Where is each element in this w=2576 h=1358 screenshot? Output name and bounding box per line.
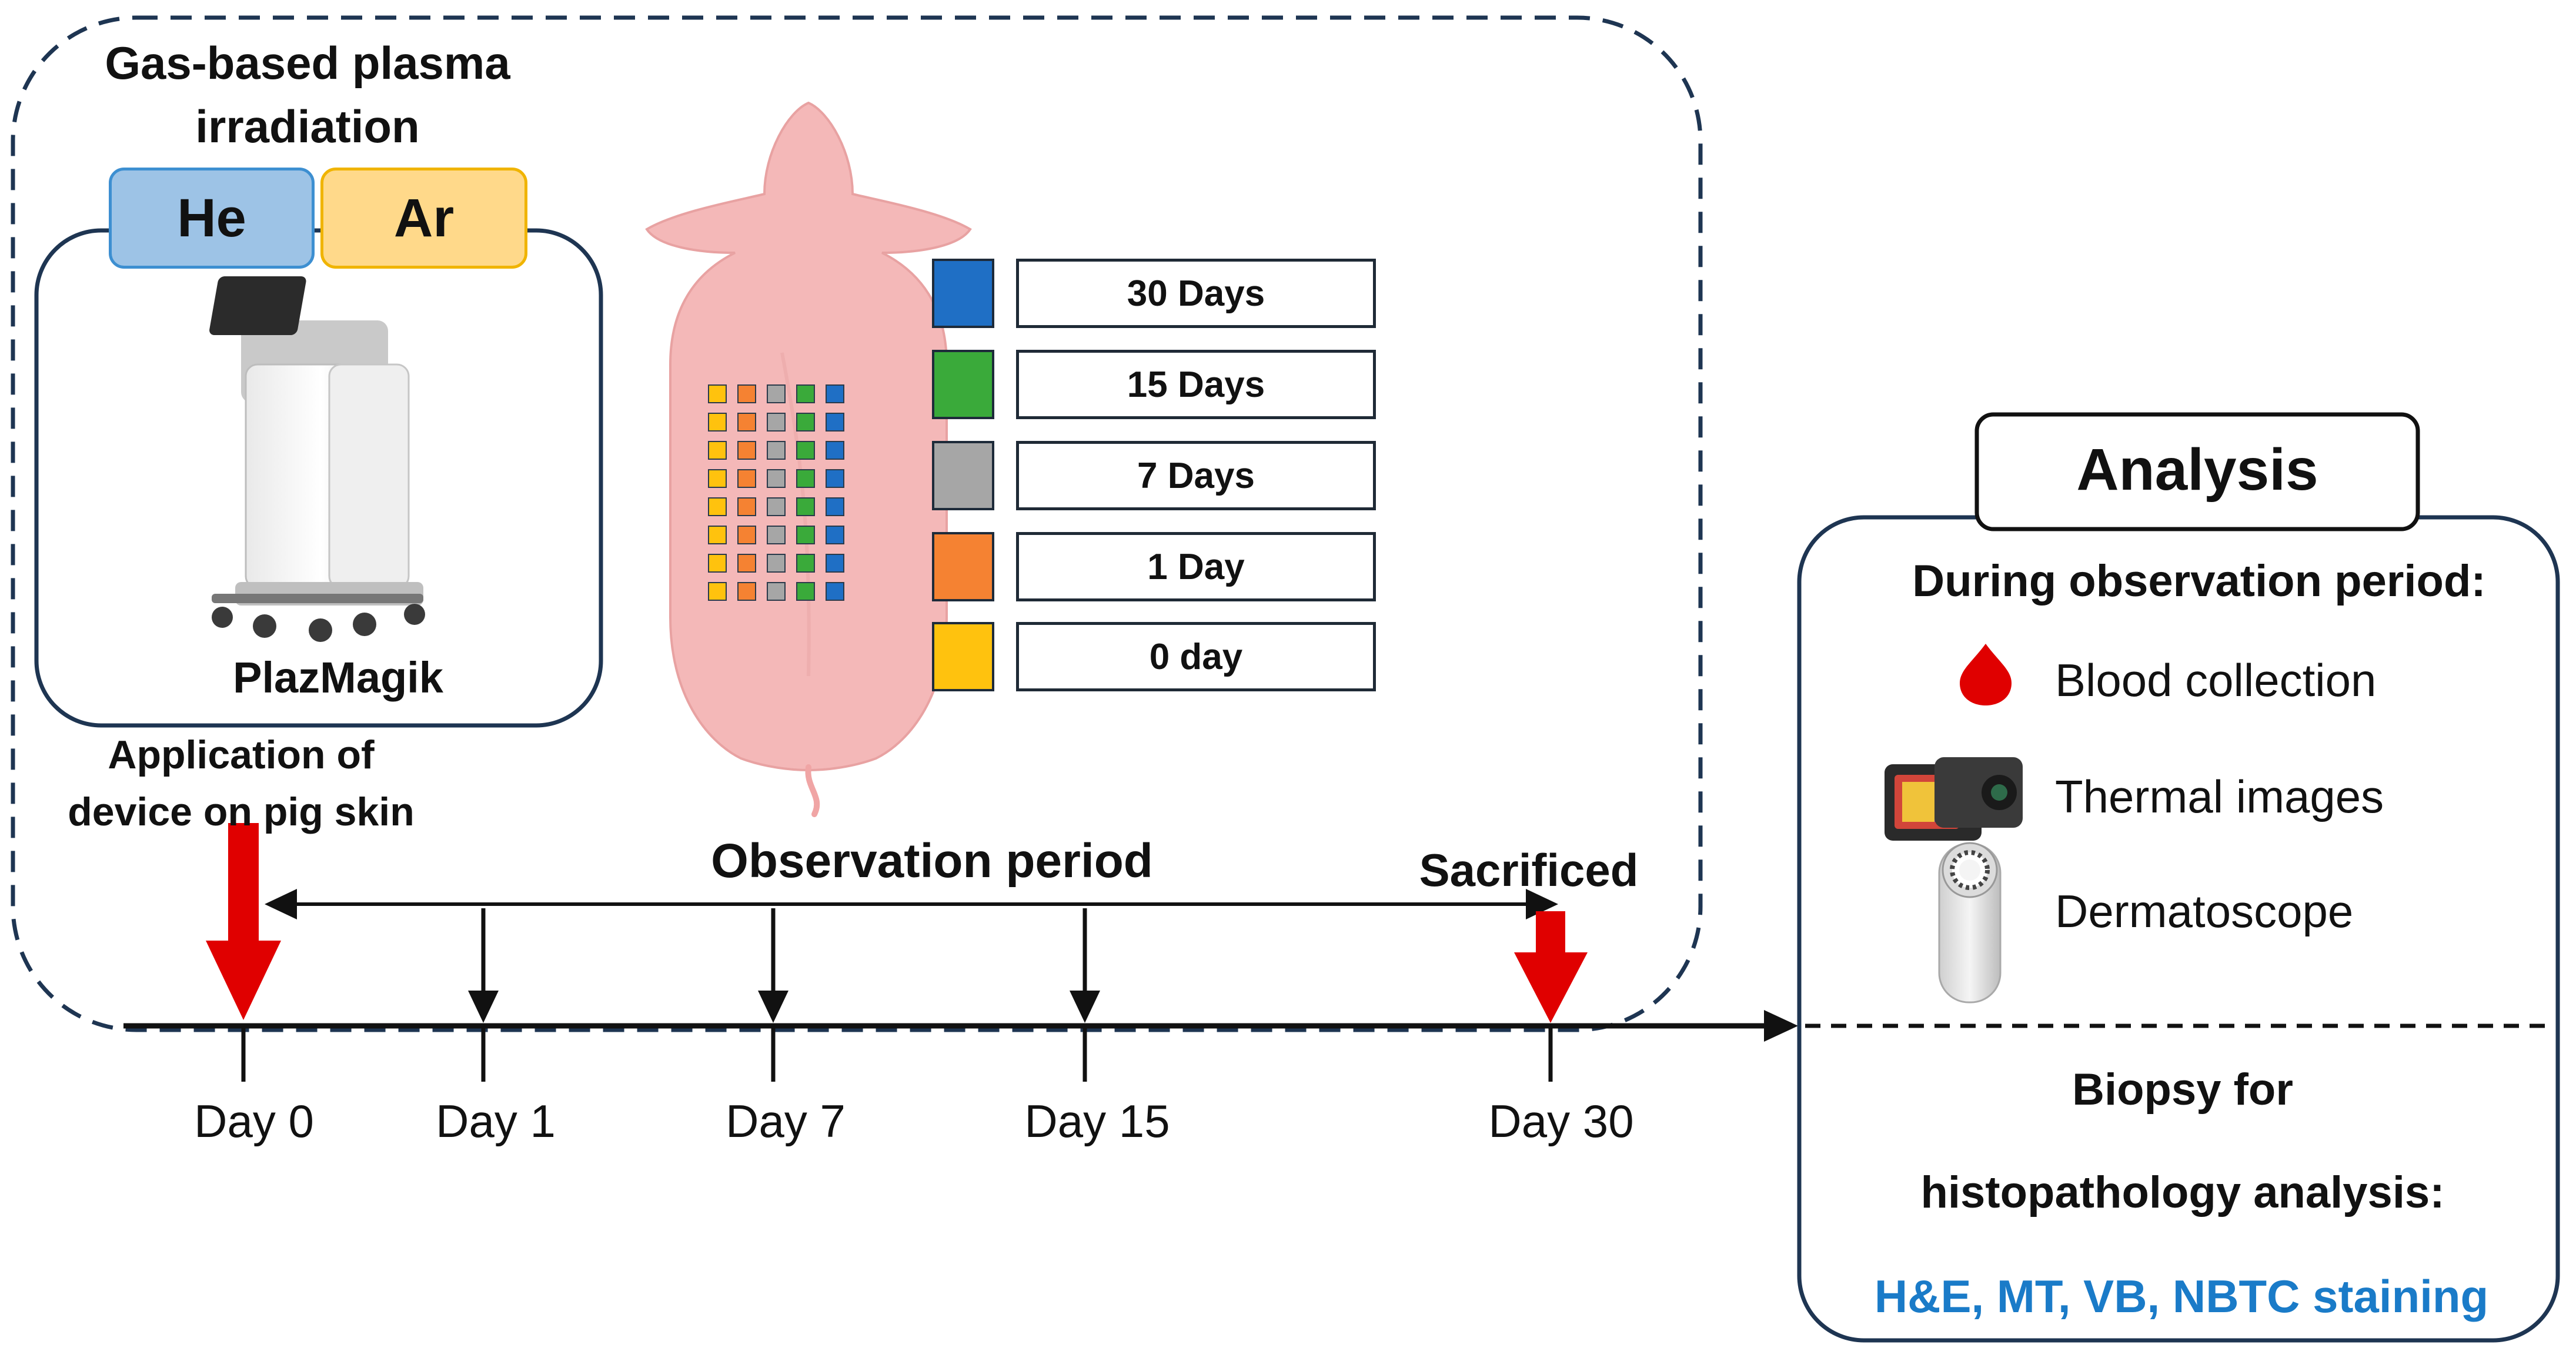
grid-square-7-days (767, 554, 786, 573)
plasma-device-image (209, 276, 425, 642)
grid-square-1-day (737, 384, 756, 403)
device-name: PlazMagik (233, 653, 443, 702)
gas-he-box: He (109, 168, 315, 269)
pig-treatment-grid (708, 384, 844, 601)
grid-square-1-day (737, 469, 756, 488)
plasma-title-line2: irradiation (195, 101, 420, 152)
grid-square-7-days (767, 441, 786, 460)
legend-label-30-days: 30 Days (1016, 259, 1376, 328)
plasma-title-line1: Gas-based plasma (105, 37, 510, 89)
analysis-item-thermal-images: Thermal images (2055, 771, 2384, 822)
legend-label-0-day: 0 day (1016, 622, 1376, 691)
legend-swatch-15-days (932, 350, 994, 419)
timeline-arrowhead (1764, 1010, 1798, 1042)
gas-ar-box: Ar (320, 168, 527, 269)
grid-square-30-days (826, 582, 844, 601)
sacrificed-label: Sacrificed (1419, 844, 1639, 896)
observation-period-label: Observation period (711, 834, 1153, 888)
grid-square-0-day (708, 441, 727, 460)
application-label-line1: Application of (108, 732, 375, 777)
observation-arrow-left (265, 889, 297, 919)
timepoint-arrowhead (758, 991, 788, 1023)
staining-methods: H&E, MT, VB, NBTC staining (1874, 1270, 2489, 1322)
day30-red-arrow (1514, 911, 1588, 1023)
biopsy-heading-line1: Biopsy for (2072, 1065, 2293, 1115)
thermal-camera-icon (1885, 757, 2023, 841)
legend-label-15-days: 15 Days (1016, 350, 1376, 419)
grid-square-7-days (767, 526, 786, 544)
grid-square-30-days (826, 469, 844, 488)
observation-arrow-right (1526, 889, 1558, 919)
analysis-item-dermatoscope: Dermatoscope (2055, 885, 2354, 937)
timepoint-arrowhead (468, 991, 499, 1023)
grid-square-30-days (826, 441, 844, 460)
day0-red-arrow (206, 823, 281, 1020)
analysis-item-blood-collection: Blood collection (2055, 654, 2377, 706)
grid-square-1-day (737, 413, 756, 432)
timeline-day-15: Day 15 (1024, 1095, 1170, 1147)
grid-square-7-days (767, 384, 786, 403)
legend-swatch-1-day (932, 532, 994, 601)
observation-frame (11, 15, 1703, 1032)
gas-ar-label: Ar (393, 188, 455, 248)
timepoint-arrowhead (1070, 991, 1100, 1023)
grid-square-30-days (826, 384, 844, 403)
legend-swatch-0-day (932, 622, 994, 691)
grid-square-30-days (826, 554, 844, 573)
grid-square-7-days (767, 469, 786, 488)
analysis-title-box (1974, 412, 2420, 531)
grid-square-7-days (767, 497, 786, 516)
grid-square-0-day (708, 469, 727, 488)
grid-square-7-days (767, 582, 786, 601)
grid-square-15-days (796, 554, 815, 573)
timeline-day-30: Day 30 (1488, 1095, 1634, 1147)
grid-square-1-day (737, 554, 756, 573)
grid-square-0-day (708, 497, 727, 516)
during-observation-heading: During observation period: (1912, 556, 2486, 606)
grid-square-0-day (708, 384, 727, 403)
gas-he-label: He (177, 188, 246, 248)
grid-square-1-day (737, 526, 756, 544)
grid-square-0-day (708, 413, 727, 432)
pig-silhouette (645, 101, 972, 817)
grid-square-15-days (796, 582, 815, 601)
legend-swatch-7-days (932, 441, 994, 510)
grid-square-0-day (708, 554, 727, 573)
grid-square-0-day (708, 526, 727, 544)
biopsy-heading-line2: histopathology analysis: (1920, 1168, 2445, 1217)
timeline-day-1: Day 1 (436, 1095, 556, 1147)
timeline-day-7: Day 7 (726, 1095, 846, 1147)
grid-square-1-day (737, 441, 756, 460)
grid-square-30-days (826, 526, 844, 544)
grid-square-1-day (737, 497, 756, 516)
application-label-line2: device on pig skin (68, 790, 415, 834)
grid-square-0-day (708, 582, 727, 601)
grid-square-15-days (796, 413, 815, 432)
analysis-title: Analysis (2076, 437, 2318, 503)
blood-drop-icon (1960, 644, 2012, 705)
timeline-day-0: Day 0 (194, 1095, 314, 1147)
grid-square-15-days (796, 526, 815, 544)
grid-square-15-days (796, 441, 815, 460)
grid-square-7-days (767, 413, 786, 432)
grid-square-30-days (826, 413, 844, 432)
legend-label-1-day: 1 Day (1016, 532, 1376, 601)
grid-square-30-days (826, 497, 844, 516)
grid-square-1-day (737, 582, 756, 601)
grid-square-15-days (796, 497, 815, 516)
grid-square-15-days (796, 384, 815, 403)
grid-square-15-days (796, 469, 815, 488)
legend-label-7-days: 7 Days (1016, 441, 1376, 510)
dermatoscope-icon (1938, 842, 2002, 1004)
legend-swatch-30-days (932, 259, 994, 328)
